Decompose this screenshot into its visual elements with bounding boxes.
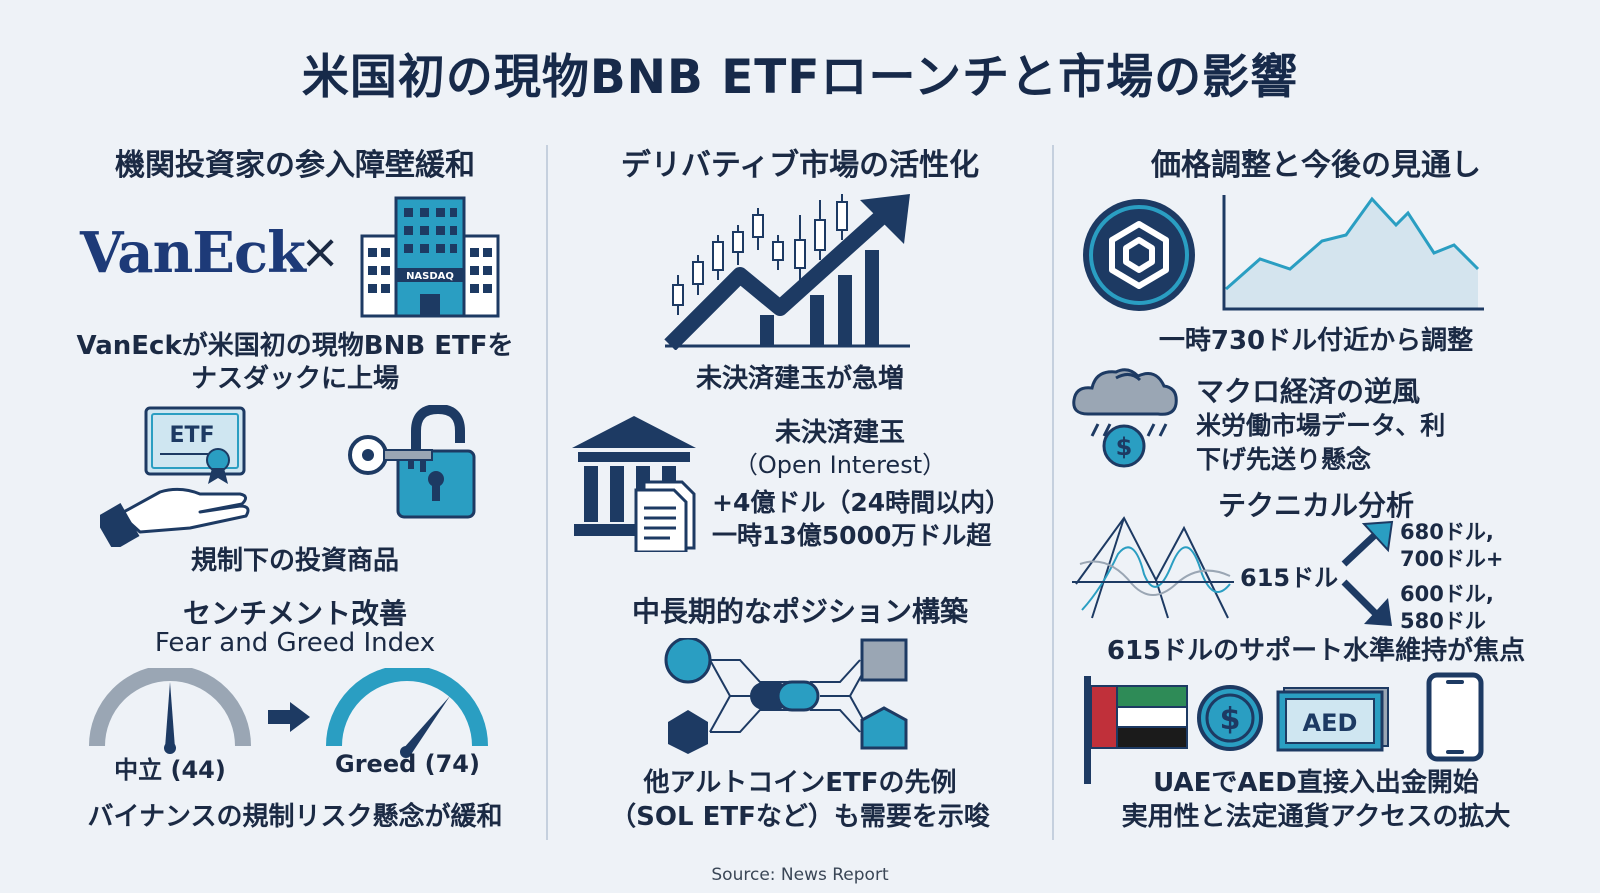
aed-banknote-icon: AED: [1276, 687, 1389, 752]
svg-text:$: $: [1116, 433, 1133, 461]
bnb-coin-icon: [1083, 199, 1195, 311]
neutral-gauge-icon: [89, 668, 251, 754]
col1-heading: 機関投資家の参入障壁緩和: [115, 148, 475, 183]
upside-target-line1: 680ドル,: [1400, 520, 1494, 544]
technical-pattern-chart-icon: [1072, 516, 1234, 619]
level-615-label: 615ドル: [1240, 564, 1339, 592]
storm-cloud-dollar-icon: $: [1072, 368, 1178, 468]
support-focus-text: 615ドルのサポート水準維持が焦点: [1106, 636, 1526, 666]
precedent-line1: 他アルトコインETFの先例: [643, 768, 957, 798]
regulatory-risk-eased-text: バイナンスの規制リスク懸念が緩和: [87, 802, 503, 832]
oi-en-label: （Open Interest）: [733, 451, 947, 479]
macro-text-line1: 米労働市場データ、利: [1196, 411, 1446, 440]
oi-peak-text: 一時13億5000万ドル超: [712, 521, 992, 550]
column-divider-left: [546, 145, 548, 840]
regulated-product-text: 規制下の投資商品: [190, 546, 399, 576]
downside-target-line1: 600ドル,: [1400, 582, 1494, 606]
price-adjust-text: 一時730ドル付近から調整: [1158, 326, 1474, 356]
arrow-up-right-icon: [1341, 520, 1394, 567]
greed-value: Greed (74): [335, 750, 480, 778]
etf-certificate-hand-icon: ETF: [100, 406, 250, 547]
oi-surge-text: 未決済建玉が急増: [695, 364, 904, 394]
macro-text-line2: 下げ先送り懸念: [1196, 445, 1372, 474]
listing-text-line2: ナスダックに上場: [190, 364, 399, 394]
bank-documents-icon: [572, 416, 696, 552]
arrow-down-right-icon: [1341, 579, 1392, 626]
times-sign: ×: [300, 224, 341, 280]
etf-certificate-label: ETF: [169, 423, 214, 448]
vaneck-logo: VanEck: [80, 220, 306, 286]
technical-analysis-heading: テクニカル分析: [1217, 489, 1414, 522]
fear-greed-index-name: Fear and Greed Index: [154, 628, 436, 658]
col2-heading: デリバティブ市場の活性化: [620, 148, 980, 183]
macro-heading: マクロ経済の逆風: [1196, 375, 1421, 408]
position-building-heading: 中長期的なポジション構築: [631, 595, 968, 628]
key-unlock-icon: [348, 405, 476, 519]
precedent-line2: （SOL ETFなど）も需要を示唆: [610, 802, 990, 832]
col3-heading: 価格調整と今後の見通し: [1151, 148, 1481, 183]
downside-target-line2: 580ドル: [1400, 609, 1486, 633]
uae-deposit-text-line2: 実用性と法定通貨アクセスの拡大: [1121, 802, 1511, 832]
arrow-right-icon: [268, 702, 310, 732]
listing-text-line1: VanEckが米国初の現物BNB ETFを: [76, 331, 514, 361]
sentiment-heading: センチメント改善: [182, 597, 407, 630]
network-diagram-icon: [664, 638, 908, 754]
page-title: 米国初の現物BNB ETFローンチと市場の影響: [301, 50, 1299, 105]
oi-change-text: +4億ドル（24時間以内）: [712, 488, 1011, 517]
price-area-chart-icon: [1222, 195, 1484, 311]
aed-label: AED: [1303, 709, 1358, 737]
column-divider-right: [1052, 145, 1054, 840]
upside-target-line2: 700ドル+: [1400, 547, 1504, 571]
greed-gauge-icon: [326, 668, 488, 758]
nasdaq-sign: NASDAQ: [406, 271, 454, 282]
nasdaq-building-icon: NASDAQ: [360, 196, 500, 318]
neutral-value: 中立 (44): [114, 756, 226, 784]
source-note: Source: News Report: [711, 865, 889, 885]
uae-deposit-text-line1: UAEでAED直接入出金開始: [1153, 768, 1479, 798]
smartphone-icon: [1426, 672, 1484, 762]
uae-flag-icon: [1084, 676, 1188, 784]
svg-text:$: $: [1220, 702, 1241, 737]
dollar-coin-icon: $: [1197, 685, 1263, 751]
oi-label: 未決済建玉: [774, 418, 905, 448]
candlestick-rising-arrow-icon: [664, 194, 910, 350]
